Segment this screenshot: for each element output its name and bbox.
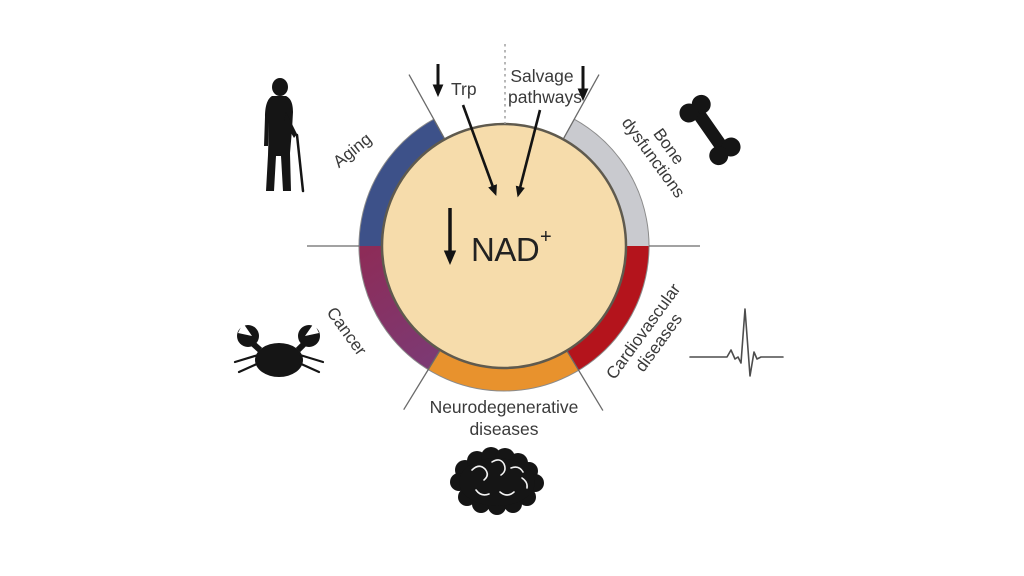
separator-lower-right [566,351,604,411]
nad-label: NAD [471,231,539,268]
cancer-label-group: Cancer [323,304,371,360]
nad-superscript: + [540,226,552,248]
salvage-label-line1: Salvage [510,66,573,86]
ring-outer-outline [358,118,650,392]
salvage-label-line2: pathways [508,87,582,107]
neurodegenerative-label-line1: Neurodegenerative [430,397,579,417]
bone-icon [679,94,741,166]
input-arrows [432,64,589,198]
brain-icon [450,447,544,515]
nad-center-circle [380,122,628,370]
crab-icon [233,323,325,377]
ring-segment-neurodegenerative [428,350,579,392]
ring-segment-cardiovascular [566,246,649,371]
separator-upper-right [563,74,600,139]
salvage-input-arrow [515,109,542,198]
separator-lines [307,44,700,411]
neurodegenerative-label-line2: diseases [469,419,538,439]
cancer-label: Cancer [323,304,371,360]
aging-label: Aging [329,129,375,171]
trp-label: Trp [451,79,477,99]
ring-segment-bone [563,119,649,246]
ecg-heartbeat-icon [689,308,784,377]
separator-upper-left [408,74,445,139]
trp-input-arrow [461,104,497,197]
disease-ring [358,118,650,392]
ring-segment-cancer [359,246,441,370]
nad-center-group: NAD + [443,208,552,268]
ring-segment-aging [359,119,445,246]
aging-label-group: Aging [329,129,375,171]
elderly-person-icon [264,78,305,193]
separator-lower-left [403,350,441,411]
